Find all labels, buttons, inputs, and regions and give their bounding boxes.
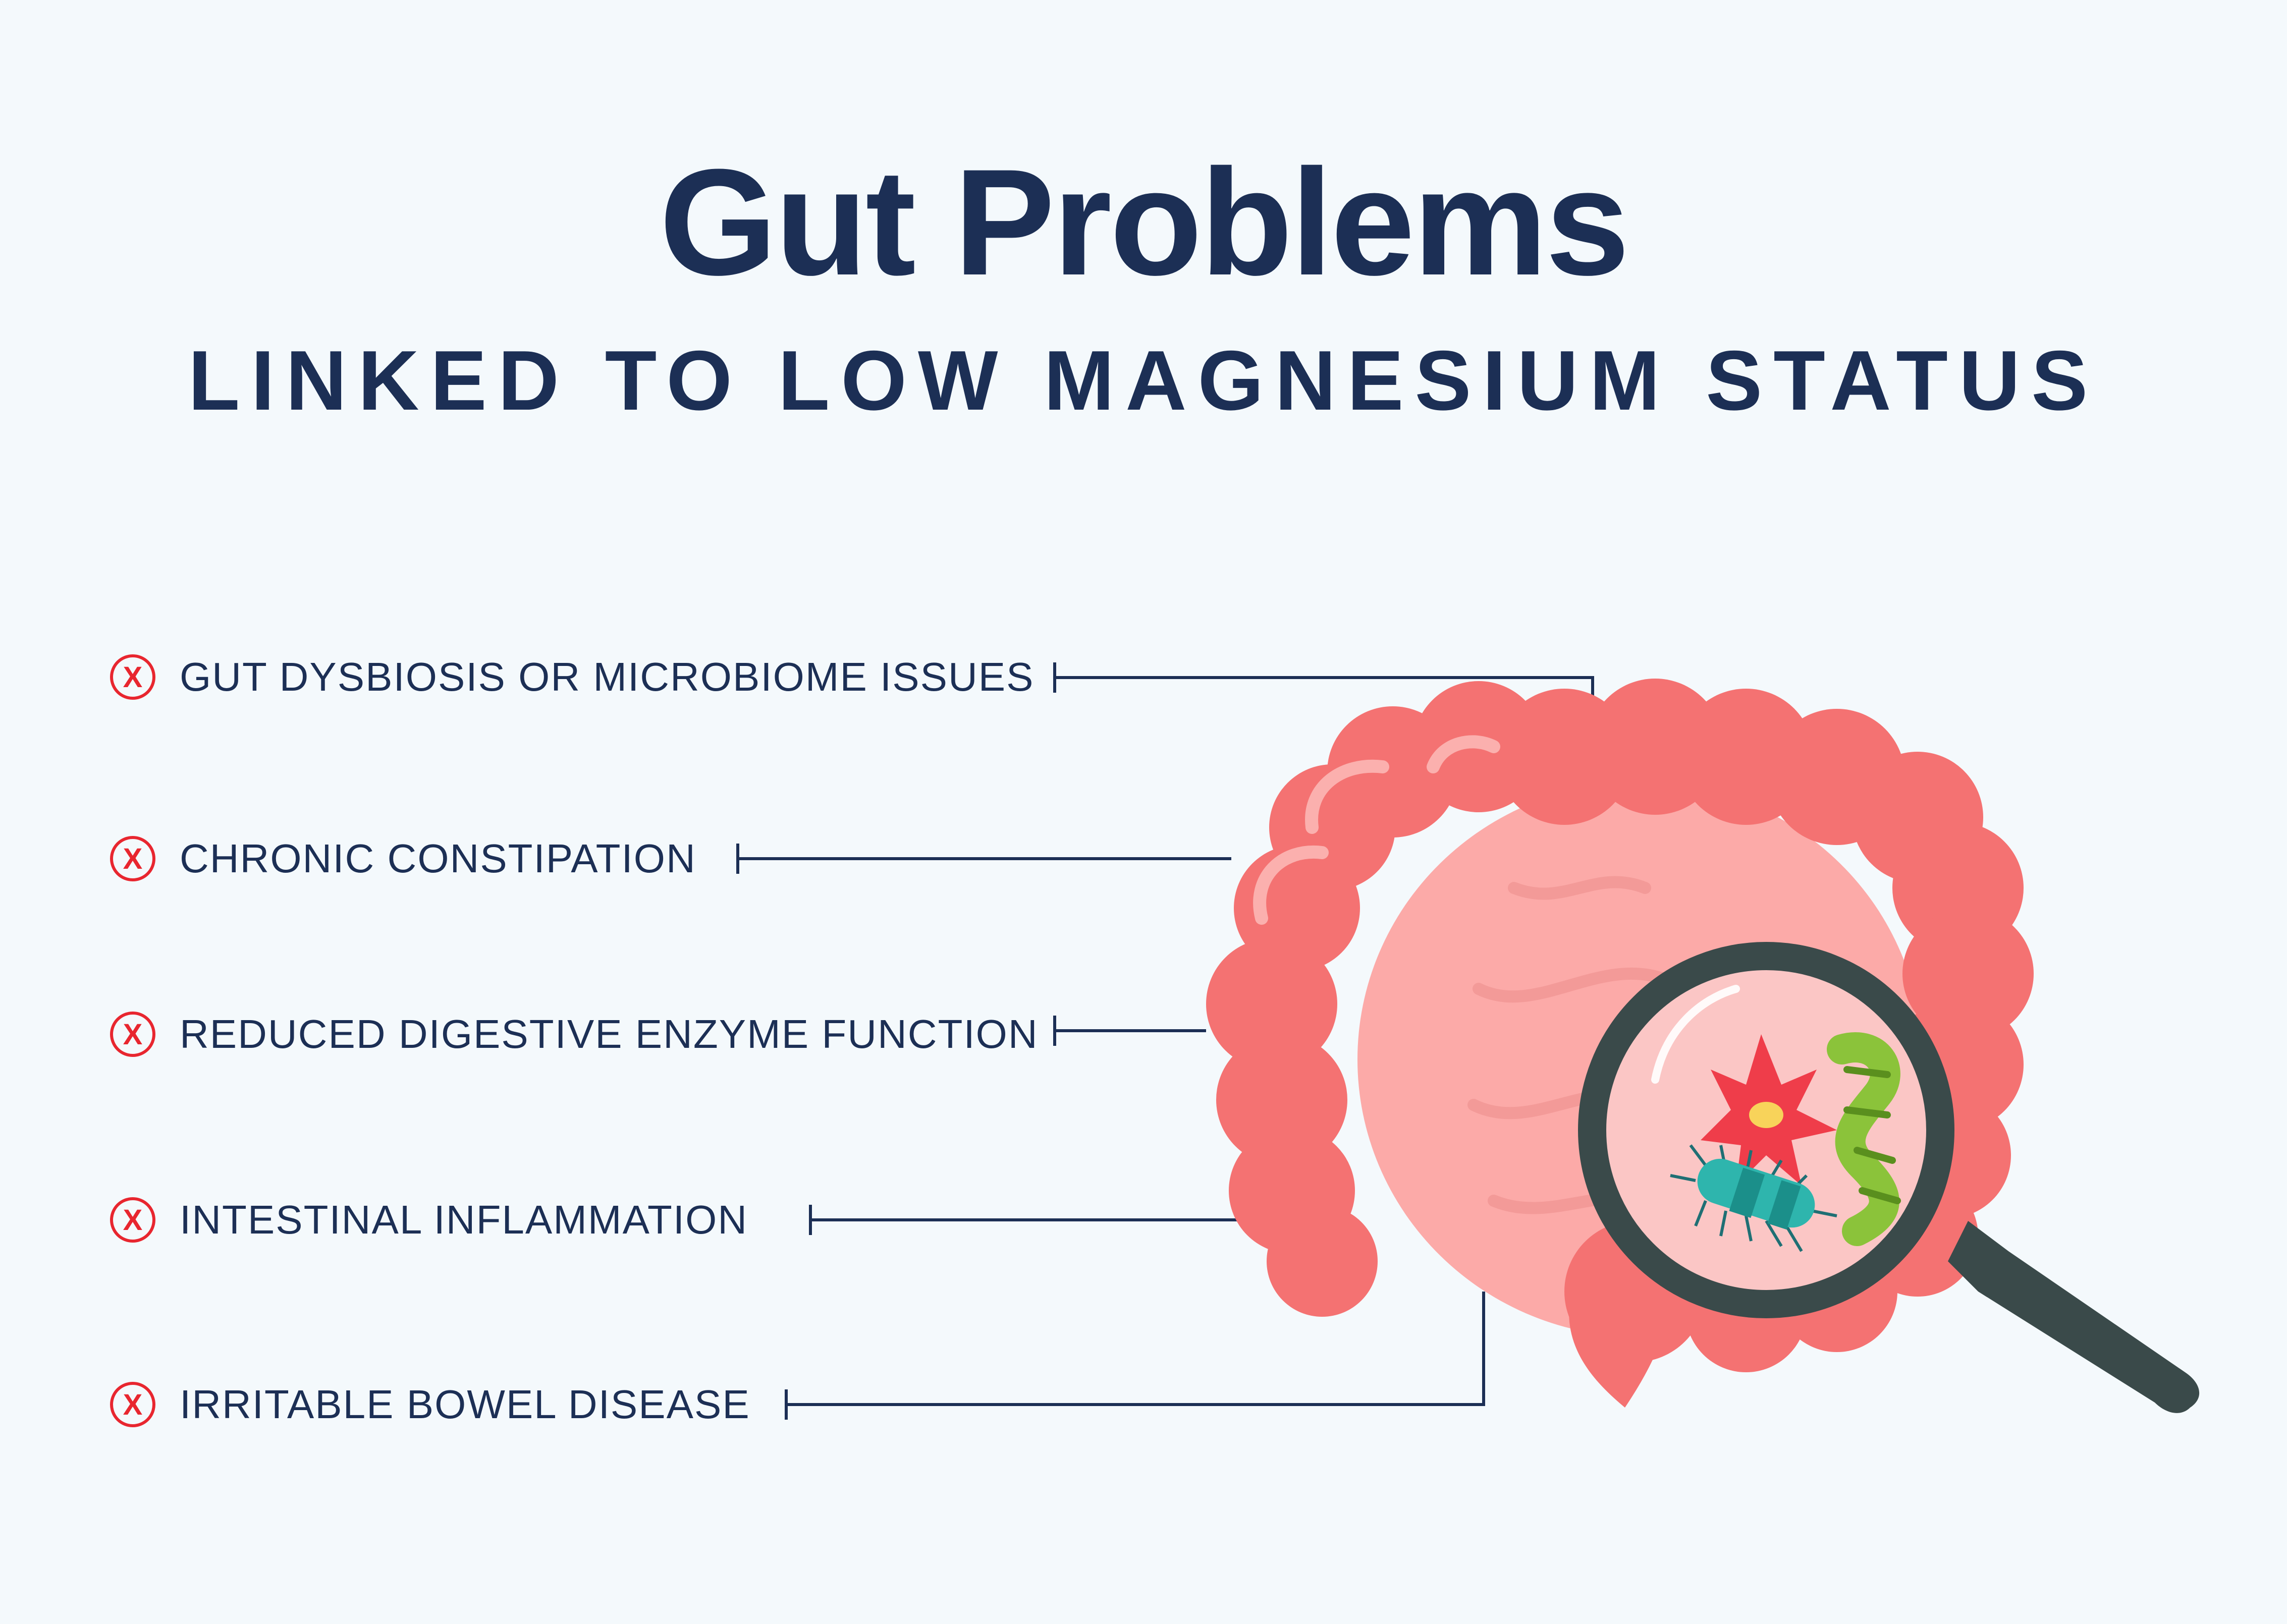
connector-line-5	[786, 1292, 1485, 1406]
page-subtitle: LINKED TO LOW MAGNESIUM STATUS	[188, 333, 2099, 428]
list-item-intestinal-inflammation: X INTESTINAL INFLAMMATION	[110, 1190, 748, 1250]
page-title: Gut Problems	[659, 137, 1630, 307]
item-label: GUT DYSBIOSIS OR MICROBIOME ISSUES	[180, 654, 1034, 699]
list-item-chronic-constipation: X CHRONIC CONSTIPATION	[110, 828, 696, 889]
list-item-irritable-bowel: X IRRITABLE BOWEL DISEASE	[110, 1374, 750, 1435]
colon-highlights	[1253, 735, 1500, 925]
item-label: INTESTINAL INFLAMMATION	[180, 1197, 748, 1242]
x-circle-icon: X	[110, 1012, 155, 1057]
bacteria-icon-red	[1701, 1034, 1837, 1186]
item-label: CHRONIC CONSTIPATION	[180, 836, 696, 881]
magnifier-handle	[1948, 1221, 2200, 1413]
list-item-reduced-enzyme: X REDUCED DIGESTIVE ENZYME FUNCTION	[110, 1004, 1039, 1065]
x-circle-icon: X	[110, 836, 155, 881]
item-label: IRRITABLE BOWEL DISEASE	[180, 1382, 750, 1427]
x-circle-icon: X	[110, 1382, 155, 1427]
list-item-gut-dysbiosis: X GUT DYSBIOSIS OR MICROBIOME ISSUES	[110, 647, 1034, 707]
magnifier-icon	[1578, 942, 2200, 1413]
item-label: REDUCED DIGESTIVE ENZYME FUNCTION	[180, 1012, 1039, 1056]
x-circle-icon: X	[110, 1197, 155, 1243]
bacillus-icon-teal	[1670, 1144, 1837, 1252]
worm-icon-green	[1827, 1032, 1901, 1246]
x-circle-icon: X	[110, 654, 155, 700]
